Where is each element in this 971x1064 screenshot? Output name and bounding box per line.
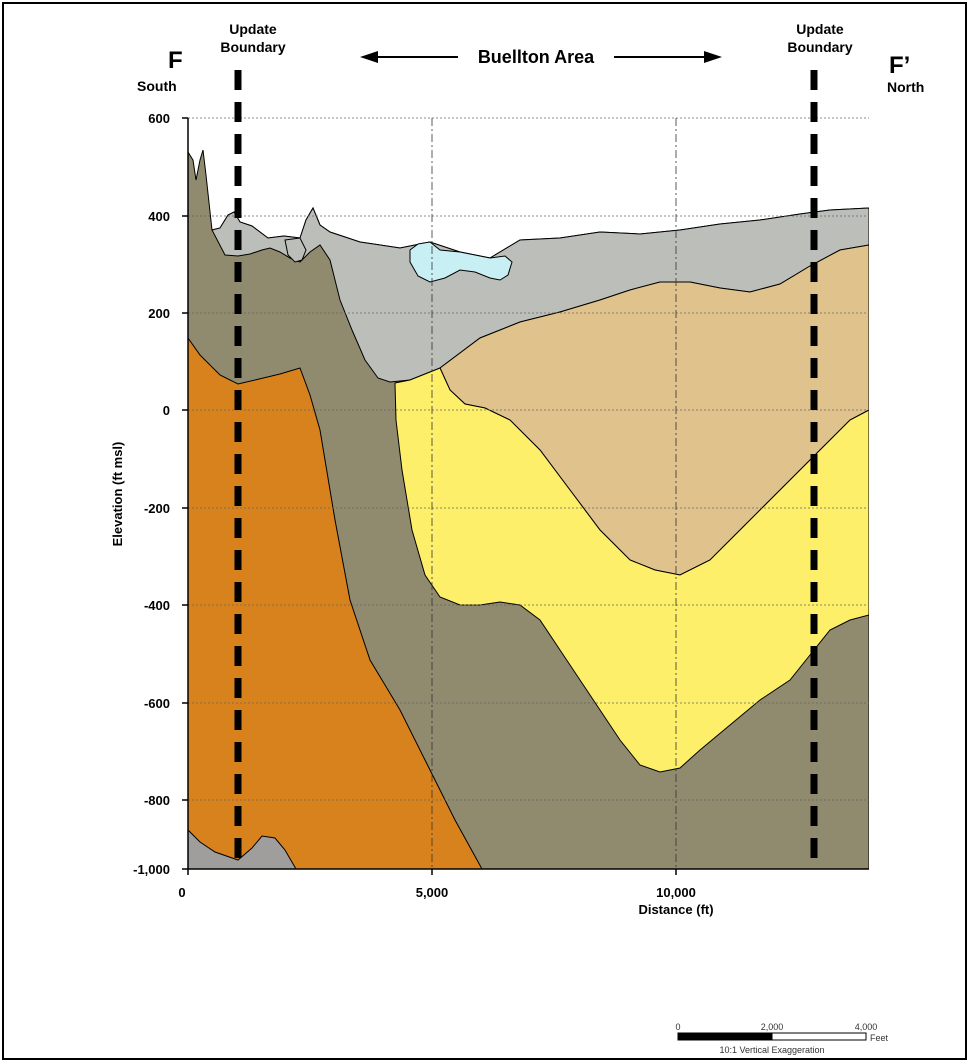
section-start-letter: F	[168, 47, 183, 74]
vertical-exaggeration-note: 10:1 Vertical Exaggeration	[719, 1045, 824, 1055]
area-arrow	[360, 51, 722, 63]
layer-light-blue	[409, 241, 513, 283]
y-tick-label: 600	[148, 111, 170, 126]
x-tick-label: 0	[178, 885, 185, 900]
y-tick-label: -400	[144, 598, 170, 613]
light-gray-pocket-left	[284, 237, 307, 263]
vertical-grid	[431, 118, 677, 869]
scale-label: 2,000	[761, 1022, 784, 1032]
x-axis-title: Distance (ft)	[638, 902, 713, 917]
x-tick-labels: 0 5,000 10,000	[178, 885, 696, 900]
y-tick-label: -200	[144, 501, 170, 516]
scale-bar: 0 2,000 4,000 Feet 10:1 Vertical Exagger…	[675, 1022, 888, 1055]
y-tick-label: -600	[144, 696, 170, 711]
geology-layers	[188, 149, 869, 869]
x-tick-label: 10,000	[656, 885, 696, 900]
boundary-label-right-line1: Update	[796, 21, 844, 37]
section-end-direction: North	[887, 79, 924, 95]
layer-dark-gray	[188, 829, 297, 869]
grid	[188, 117, 869, 801]
boundary-label-left-line2: Boundary	[220, 39, 286, 55]
y-tick-label: 0	[163, 403, 170, 418]
area-label: Buellton Area	[478, 47, 595, 67]
y-tick-label: 400	[148, 209, 170, 224]
section-start-direction: South	[137, 78, 177, 94]
y-tick-label: -800	[144, 793, 170, 808]
x-tick-label: 5,000	[416, 885, 449, 900]
y-axis-title: Elevation (ft msl)	[110, 442, 125, 547]
y-tick-label: -1,000	[133, 862, 170, 877]
y-tick-label: 200	[148, 306, 170, 321]
layer-bedrock-orange	[188, 337, 483, 869]
scale-label: 4,000	[855, 1022, 878, 1032]
boundary-label-left-line1: Update	[229, 21, 277, 37]
layer-yellow	[394, 367, 869, 773]
scale-label: 0	[675, 1022, 680, 1032]
y-tick-labels: 600 400 200 0 -200 -400 -600 -800 -1,000	[133, 111, 170, 877]
axes	[187, 118, 869, 870]
scale-unit: Feet	[870, 1033, 889, 1043]
section-end-letter: F’	[889, 52, 910, 79]
boundary-label-right-line2: Boundary	[787, 39, 853, 55]
y-tick-marks	[182, 117, 188, 870]
x-tick-marks	[187, 869, 677, 875]
